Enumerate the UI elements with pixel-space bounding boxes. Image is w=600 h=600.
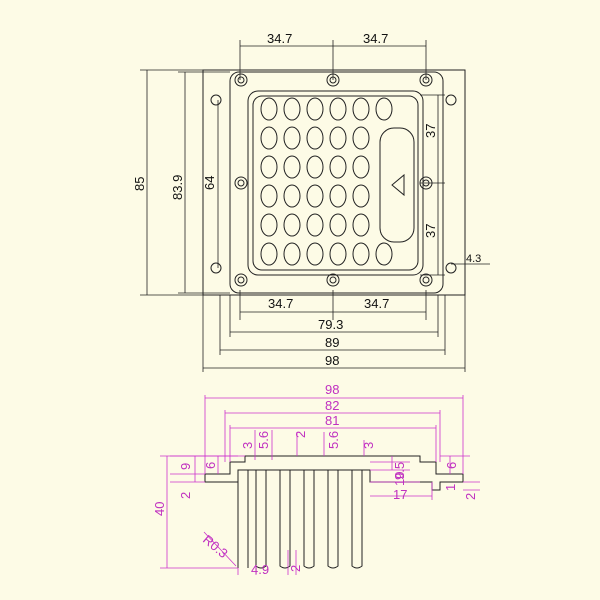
fin <box>279 470 291 569</box>
cavity <box>329 184 347 208</box>
corner-hole <box>445 94 457 106</box>
dim-hole: 4.3 <box>466 253 481 265</box>
dim-width-89: 89 <box>325 335 339 350</box>
cavity <box>329 155 347 179</box>
cavity <box>352 97 370 121</box>
dim-bottom-left: 34.7 <box>268 296 293 311</box>
dim-40: 40 <box>152 502 167 516</box>
mounting-hole <box>326 273 340 287</box>
inner-recess <box>247 90 424 276</box>
cavity <box>283 155 301 179</box>
cavity <box>260 213 278 237</box>
fin <box>303 470 315 569</box>
cavity <box>306 155 324 179</box>
cavity <box>283 242 301 266</box>
mounting-hole-inner <box>237 76 245 84</box>
cavity <box>283 126 301 150</box>
cavity <box>306 126 324 150</box>
base-profile <box>204 455 464 491</box>
fins <box>255 470 363 569</box>
mounting-hole-inner <box>422 276 430 284</box>
fin <box>255 470 267 569</box>
flange-outline <box>229 71 444 294</box>
cavity <box>352 155 370 179</box>
dim-3-a: 3 <box>240 442 255 449</box>
dim-17: 17 <box>393 487 407 502</box>
cavity <box>260 242 278 266</box>
dim-2-a: 2 <box>293 431 308 438</box>
dim-2-right: 2 <box>463 493 478 500</box>
cavity <box>306 242 324 266</box>
dim-height-inner: 83.9 <box>170 175 185 200</box>
cavity <box>306 184 324 208</box>
dim-6-right: 6 <box>444 462 459 469</box>
cavity <box>260 184 278 208</box>
dim-4-9: 4.9 <box>251 562 269 577</box>
connector-slot <box>379 127 415 243</box>
dim-w98: 98 <box>325 382 339 397</box>
mounting-hole <box>419 273 433 287</box>
dim-height-outer: 85 <box>132 177 147 191</box>
dim-w81: 81 <box>325 413 339 428</box>
corner-hole <box>210 262 222 274</box>
outer-plate <box>202 69 466 296</box>
mounting-hole <box>234 73 248 87</box>
dim-bottom-right: 34.7 <box>364 296 389 311</box>
dim-6-left: 6 <box>203 462 218 469</box>
cavity <box>260 97 278 121</box>
inner-recess-2 <box>252 95 419 271</box>
dim-width-98: 98 <box>325 353 339 368</box>
mounting-hole-inner <box>329 276 337 284</box>
cavity <box>352 213 370 237</box>
cavity-grid <box>260 97 393 266</box>
cavity <box>352 126 370 150</box>
dim-right-lower: 37 <box>423 224 438 238</box>
dim-9: 9 <box>178 463 193 470</box>
dim-top-right: 34.7 <box>363 31 388 46</box>
cavity <box>329 213 347 237</box>
corner-hole <box>445 262 457 274</box>
cavity <box>329 126 347 150</box>
cavity <box>352 184 370 208</box>
dim-9-5: 9.5 <box>392 462 407 480</box>
cavity <box>352 242 370 266</box>
cavity <box>329 97 347 121</box>
corner-hole <box>210 94 222 106</box>
cavity <box>283 97 301 121</box>
cavity <box>283 184 301 208</box>
cavity <box>375 242 393 266</box>
dim-2-left: 2 <box>178 492 193 499</box>
cavity <box>260 155 278 179</box>
fin <box>327 470 339 569</box>
dim-5-6-b: 5.6 <box>326 431 341 449</box>
dim-w82: 82 <box>325 398 339 413</box>
arrow-mark <box>391 173 405 197</box>
dim-height-mid: 64 <box>202 176 217 190</box>
side-view: 98 82 81 5.6 3 2 5.6 3 9 6 2 40 R0.3 <box>152 382 480 577</box>
dim-1: 1 <box>443 484 458 491</box>
dim-5-6-a: 5.6 <box>256 431 271 449</box>
top-view: 34.7 34.7 37 37 4.3 85 83.9 64 34.7 34.7 <box>132 31 490 372</box>
dim-width-79: 79.3 <box>318 317 343 332</box>
mounting-hole-inner <box>237 179 245 187</box>
mounting-hole <box>234 273 248 287</box>
mounting-holes <box>234 73 433 287</box>
cavity <box>306 213 324 237</box>
dim-r03: R0.3 <box>200 532 231 561</box>
mounting-hole-inner <box>237 276 245 284</box>
cavity <box>306 97 324 121</box>
fin <box>351 470 363 569</box>
dim-3-b: 3 <box>361 442 376 449</box>
cavity <box>260 126 278 150</box>
dim-2-bottom: 2 <box>288 565 303 572</box>
cavity <box>375 97 393 121</box>
dim-top-left: 34.7 <box>267 31 292 46</box>
cavity <box>283 213 301 237</box>
cavity <box>329 242 347 266</box>
dim-10: 10 <box>392 472 407 486</box>
dim-right-upper: 37 <box>423 124 438 138</box>
mounting-hole <box>234 176 248 190</box>
